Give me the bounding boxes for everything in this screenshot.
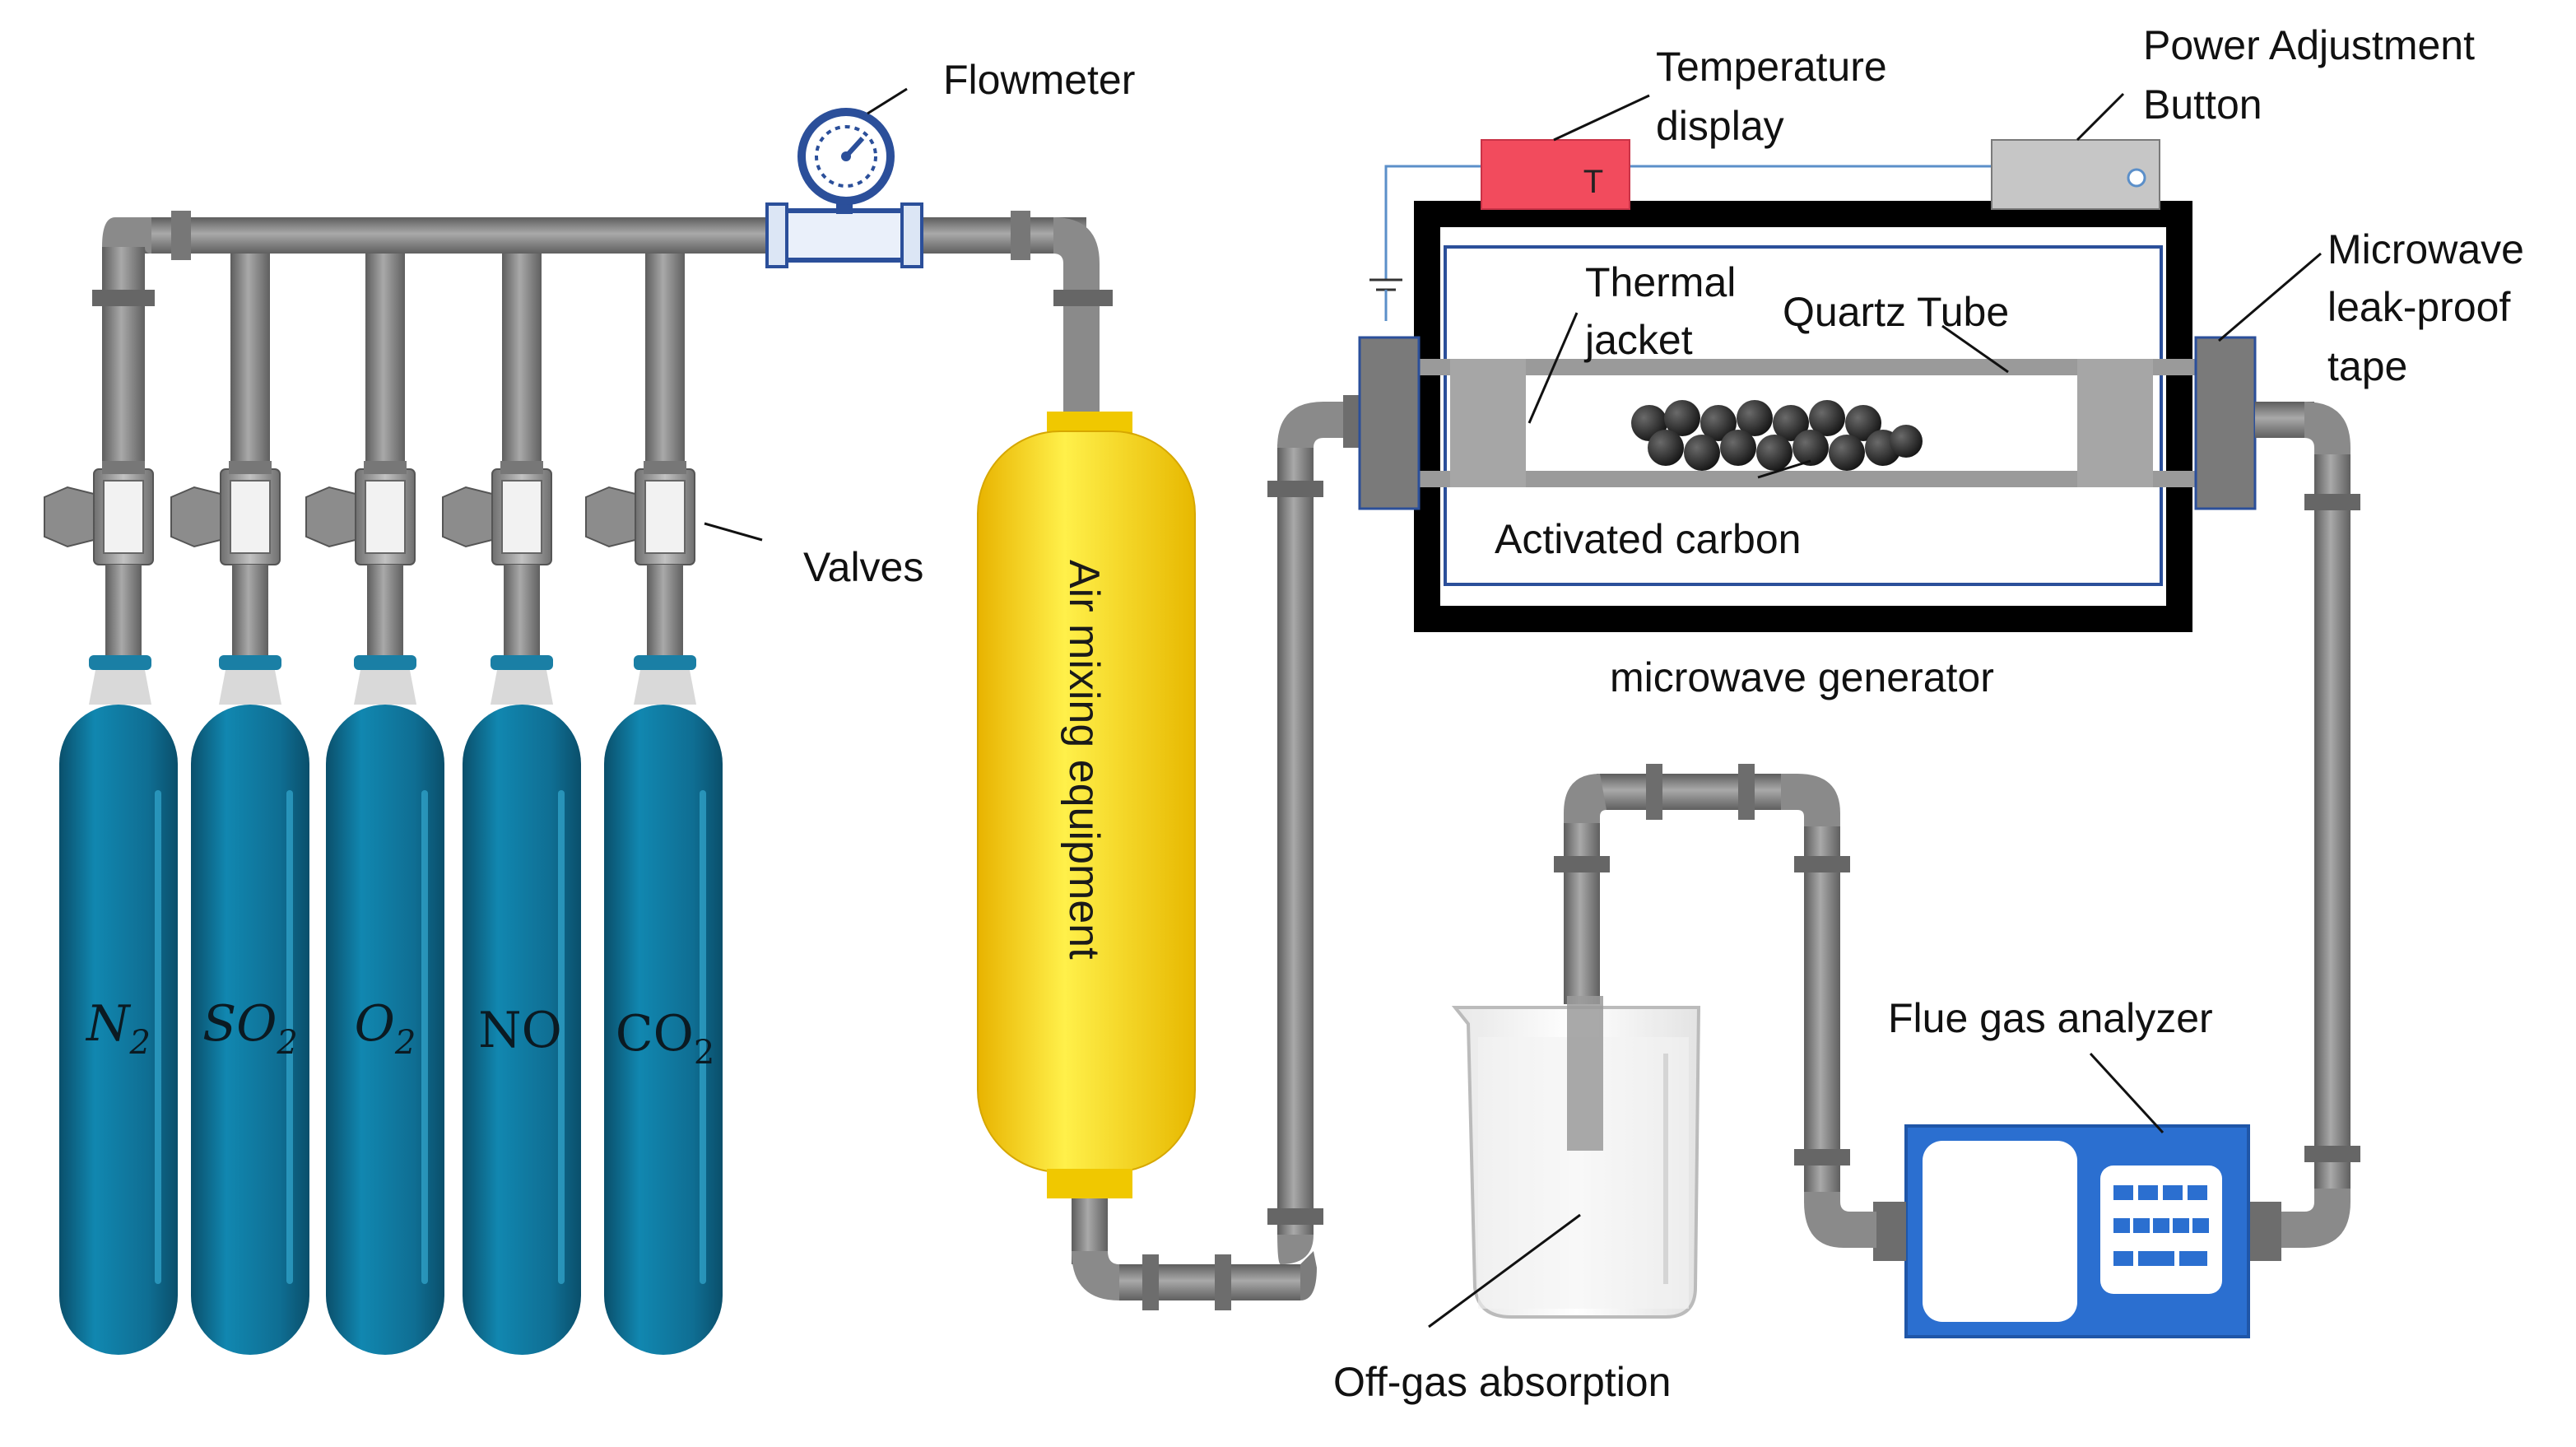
pipe-furnace-to-analyzer bbox=[2248, 402, 2360, 1261]
power-label-2: Button bbox=[2143, 81, 2262, 128]
flowmeter-label: Flowmeter bbox=[943, 57, 1135, 103]
temperature-label-2: display bbox=[1656, 103, 1784, 149]
activated-carbon-label: Activated carbon bbox=[1495, 516, 1801, 562]
cylinder-so2-label: SO2 bbox=[202, 995, 298, 1062]
pipe-analyzer-to-beaker bbox=[1554, 764, 1906, 1261]
cylinder-n2: N2 bbox=[59, 655, 178, 1355]
off-gas-beaker bbox=[1451, 996, 1701, 1319]
leak-tape-leader bbox=[2218, 252, 2322, 342]
temperature-label-1: Temperature bbox=[1656, 44, 1887, 90]
cylinder-co2: CO2 bbox=[604, 655, 723, 1355]
thermal-leader bbox=[1527, 312, 1579, 424]
off-gas-label: Off-gas absorption bbox=[1333, 1359, 1671, 1405]
power-knob-icon bbox=[2127, 168, 2146, 188]
cylinder-co2-label: CO2 bbox=[616, 1005, 715, 1072]
valve-group bbox=[44, 461, 695, 655]
power-leader bbox=[2076, 92, 2125, 142]
power-label-1: Power Adjustment bbox=[2143, 22, 2475, 68]
gas-manifold-pipe bbox=[92, 211, 1113, 477]
flue-gas-analyzer-label: Flue gas analyzer bbox=[1888, 995, 2213, 1041]
flowmeter-leader bbox=[867, 87, 908, 115]
microwave-generator-label: microwave generator bbox=[1610, 654, 1994, 700]
quartz-label: Quartz Tube bbox=[1783, 289, 2009, 335]
flue-gas-analyzer bbox=[1904, 1124, 2250, 1338]
cylinder-n2-label: N2 bbox=[85, 995, 151, 1062]
pipe-mixer-to-furnace bbox=[1072, 395, 1360, 1310]
analyzer-leader bbox=[2089, 1052, 2164, 1134]
thermal-label-1: Thermal bbox=[1585, 259, 1736, 305]
valves-label: Valves bbox=[803, 544, 923, 590]
valve-co2 bbox=[585, 461, 695, 655]
valve-o2 bbox=[305, 461, 416, 655]
carbon-leader bbox=[1757, 459, 1811, 479]
cylinder-so2: SO2 bbox=[191, 655, 309, 1355]
valve-n2 bbox=[44, 461, 154, 655]
leak-label-1: Microwave bbox=[2327, 226, 2524, 272]
temperature-leader bbox=[1553, 94, 1650, 142]
thermal-label-2: jacket bbox=[1583, 317, 1693, 363]
keypad-icon bbox=[2113, 1185, 2209, 1266]
activated-carbon-balls bbox=[1631, 400, 1923, 471]
off-gas-leader bbox=[1428, 1213, 1581, 1328]
valves-leader bbox=[704, 522, 763, 542]
cylinder-o2-label: O2 bbox=[355, 995, 416, 1062]
valve-so2 bbox=[170, 461, 281, 655]
valve-no bbox=[442, 461, 552, 655]
air-mixing-equipment: Air mixing equipment bbox=[977, 412, 1196, 1198]
temp-t-label: T bbox=[1583, 164, 1603, 200]
cylinder-no-label: NO bbox=[478, 1002, 562, 1059]
air-mixing-label: Air mixing equipment bbox=[1060, 560, 1108, 960]
flowmeter bbox=[765, 108, 923, 268]
leak-label-2: leak-proof bbox=[2327, 284, 2510, 330]
microwave-generator: T bbox=[1358, 139, 2257, 632]
cylinder-o2: O2 bbox=[326, 655, 444, 1355]
cylinder-no: NO bbox=[463, 655, 581, 1355]
leak-label-3: tape bbox=[2327, 343, 2407, 389]
quartz-leader bbox=[1941, 324, 2009, 374]
